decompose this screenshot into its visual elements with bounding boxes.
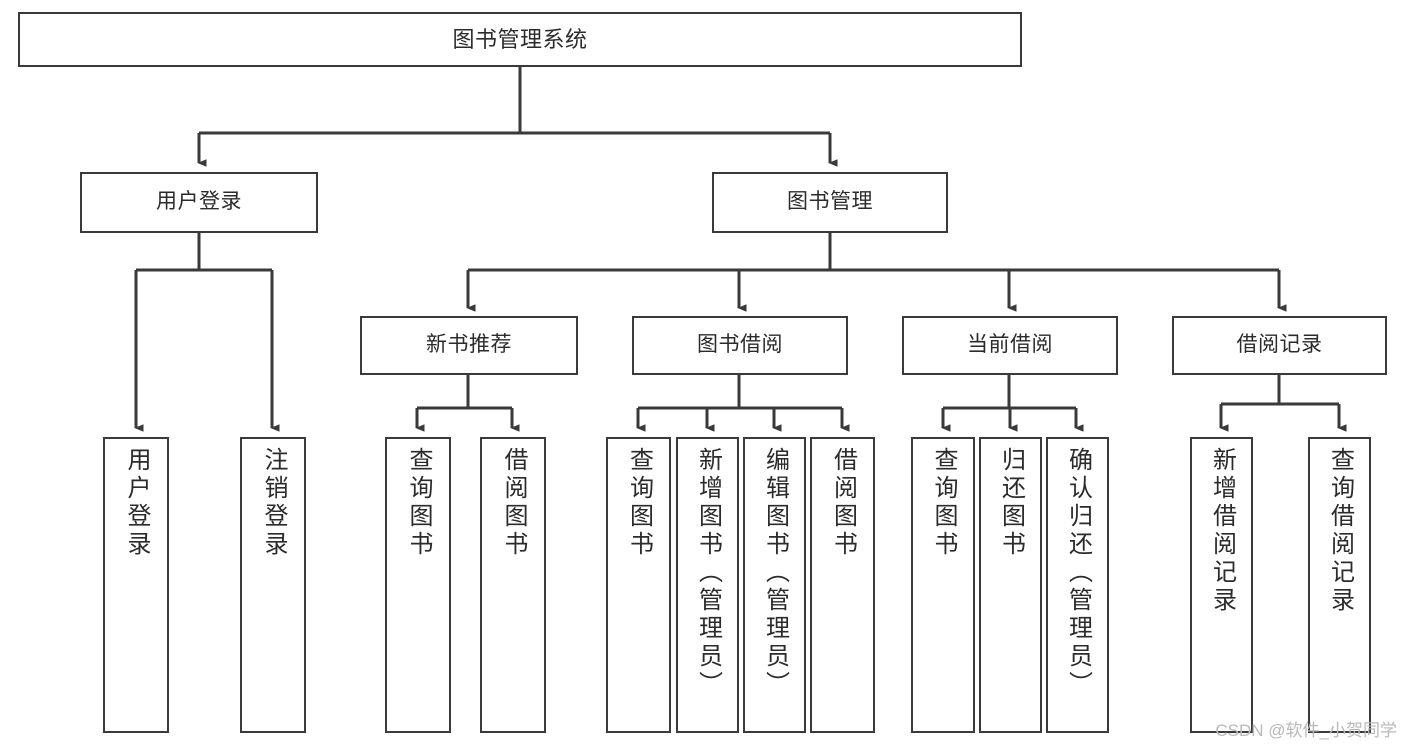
node-book-manage[interactable]: 图书管理 <box>712 172 948 233</box>
node-root-label: 图书管理系统 <box>452 26 588 52</box>
node-leaf-borrow-book-2-label: 借阅图书 <box>829 447 857 559</box>
node-new-book-recommend-label: 新书推荐 <box>426 333 512 357</box>
node-leaf-add-record-label: 新增借阅记录 <box>1208 447 1236 615</box>
node-leaf-borrow-book-2[interactable]: 借阅图书 <box>810 437 875 733</box>
node-current-borrow-label: 当前借阅 <box>967 333 1053 357</box>
node-leaf-user-login[interactable]: 用户登录 <box>103 437 169 733</box>
node-book-borrow[interactable]: 图书借阅 <box>632 316 848 375</box>
node-leaf-query-book-1[interactable]: 查询图书 <box>385 437 451 733</box>
node-leaf-logout-login-label: 注销登录 <box>260 447 287 559</box>
node-leaf-query-book-1-label: 查询图书 <box>405 447 432 559</box>
node-borrow-record[interactable]: 借阅记录 <box>1172 316 1387 375</box>
node-leaf-add-book[interactable]: 新增图书（管理员） <box>676 437 739 733</box>
node-leaf-query-book-2[interactable]: 查询图书 <box>606 437 671 733</box>
node-leaf-return-book[interactable]: 归还图书 <box>979 437 1042 733</box>
csdn-watermark: CSDN @软件_小贺同学 <box>1215 721 1397 740</box>
node-leaf-query-record[interactable]: 查询借阅记录 <box>1308 437 1371 733</box>
node-leaf-query-book-3-label: 查询图书 <box>930 447 957 559</box>
node-leaf-user-login-label: 用户登录 <box>123 447 150 559</box>
node-leaf-query-book-2-label: 查询图书 <box>625 447 653 559</box>
node-leaf-add-record[interactable]: 新增借阅记录 <box>1190 437 1253 733</box>
node-leaf-query-book-3[interactable]: 查询图书 <box>911 437 975 733</box>
node-leaf-borrow-book-1-label: 借阅图书 <box>500 447 527 559</box>
node-book-manage-label: 图书管理 <box>787 190 873 214</box>
node-leaf-confirm-return[interactable]: 确认归还（管理员） <box>1046 437 1109 733</box>
node-leaf-query-record-label: 查询借阅记录 <box>1326 447 1354 615</box>
node-new-book-recommend[interactable]: 新书推荐 <box>360 316 578 375</box>
node-user-login[interactable]: 用户登录 <box>80 172 318 233</box>
node-leaf-edit-book[interactable]: 编辑图书（管理员） <box>743 437 806 733</box>
node-leaf-edit-book-label: 编辑图书（管理员） <box>761 447 789 699</box>
node-current-borrow[interactable]: 当前借阅 <box>902 316 1118 375</box>
node-book-borrow-label: 图书借阅 <box>697 333 783 357</box>
node-leaf-return-book-label: 归还图书 <box>997 447 1025 559</box>
node-user-login-label: 用户登录 <box>156 190 242 214</box>
node-leaf-add-book-label: 新增图书（管理员） <box>694 447 722 699</box>
node-leaf-logout-login[interactable]: 注销登录 <box>240 437 306 733</box>
node-leaf-borrow-book-1[interactable]: 借阅图书 <box>480 437 546 733</box>
node-leaf-confirm-return-label: 确认归还（管理员） <box>1064 447 1092 699</box>
node-borrow-record-label: 借阅记录 <box>1236 333 1323 357</box>
node-root[interactable]: 图书管理系统 <box>18 12 1022 67</box>
